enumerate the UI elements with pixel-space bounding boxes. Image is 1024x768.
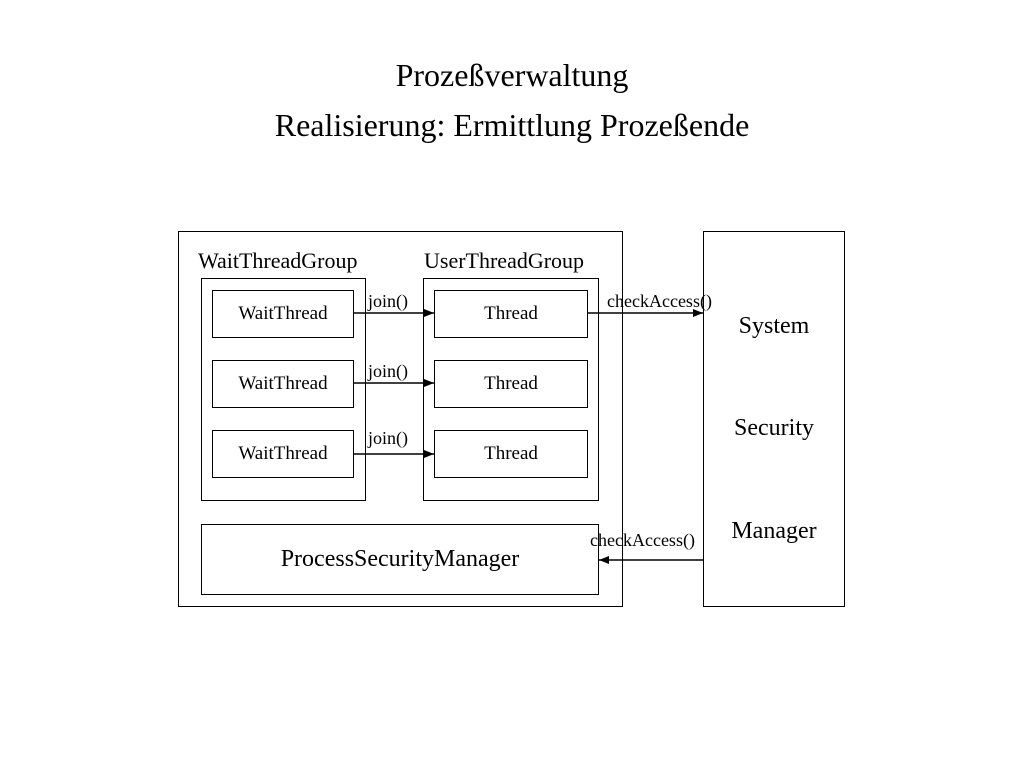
user-thread-group-label: UserThreadGroup xyxy=(424,248,585,273)
title-line-1: Prozeßverwaltung xyxy=(395,57,629,93)
join-label: join() xyxy=(368,428,408,448)
wait-thread-box: WaitThread xyxy=(212,360,354,408)
title-line-2: Realisierung: Ermittlung Prozeßende xyxy=(274,107,750,143)
wait-thread-box: WaitThread xyxy=(212,290,354,338)
check-access-label: checkAccess() xyxy=(607,291,712,311)
system-security-manager-box xyxy=(703,231,845,607)
thread-box: Thread xyxy=(434,290,588,338)
thread-box: Thread xyxy=(434,430,588,478)
system-security-manager-line-3: Manager xyxy=(731,518,817,544)
check-access-label: checkAccess() xyxy=(590,530,695,550)
wait-thread-box: WaitThread xyxy=(212,430,354,478)
thread-box: Thread xyxy=(434,360,588,408)
system-security-manager-line-1: System xyxy=(738,313,810,339)
join-label: join() xyxy=(368,361,408,381)
wait-thread-group-label: WaitThreadGroup xyxy=(198,248,358,273)
join-label: join() xyxy=(368,291,408,311)
process-security-manager-box: ProcessSecurityManager xyxy=(201,524,599,595)
system-security-manager-line-2: Security xyxy=(734,415,814,441)
